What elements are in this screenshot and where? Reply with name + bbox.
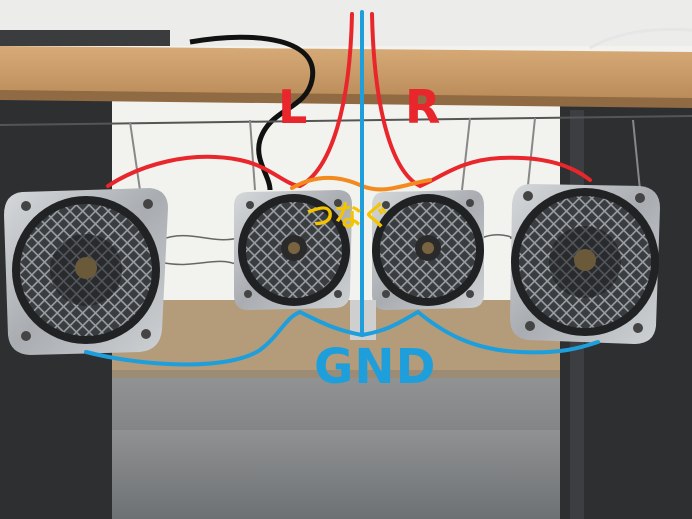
desk-clutter bbox=[0, 30, 170, 46]
hanging-wire bbox=[0, 115, 692, 126]
speaker-left-tweeter bbox=[234, 190, 352, 310]
black-cable bbox=[189, 34, 316, 191]
red-wire-drawing bbox=[106, 12, 592, 189]
floor-shadow bbox=[90, 370, 560, 430]
hook-4 bbox=[527, 117, 536, 186]
speaker-right-woofer bbox=[510, 184, 660, 344]
speaker-wire-b bbox=[159, 260, 239, 266]
speaker-left-woofer bbox=[4, 188, 168, 355]
white-cable bbox=[589, 27, 692, 50]
hook-5 bbox=[632, 119, 641, 191]
hook-3 bbox=[461, 117, 471, 191]
hook-2 bbox=[249, 119, 256, 191]
left-channel-label: L bbox=[278, 80, 308, 134]
hook-1 bbox=[129, 121, 141, 191]
connect-label: つなぐ bbox=[306, 199, 391, 232]
ground-label: GND bbox=[314, 339, 437, 395]
blue-gnd-drawing bbox=[84, 10, 600, 367]
speaker-right-tweeter bbox=[372, 190, 484, 310]
speaker-wire-a bbox=[159, 234, 239, 241]
right-channel-label: R bbox=[405, 80, 441, 134]
